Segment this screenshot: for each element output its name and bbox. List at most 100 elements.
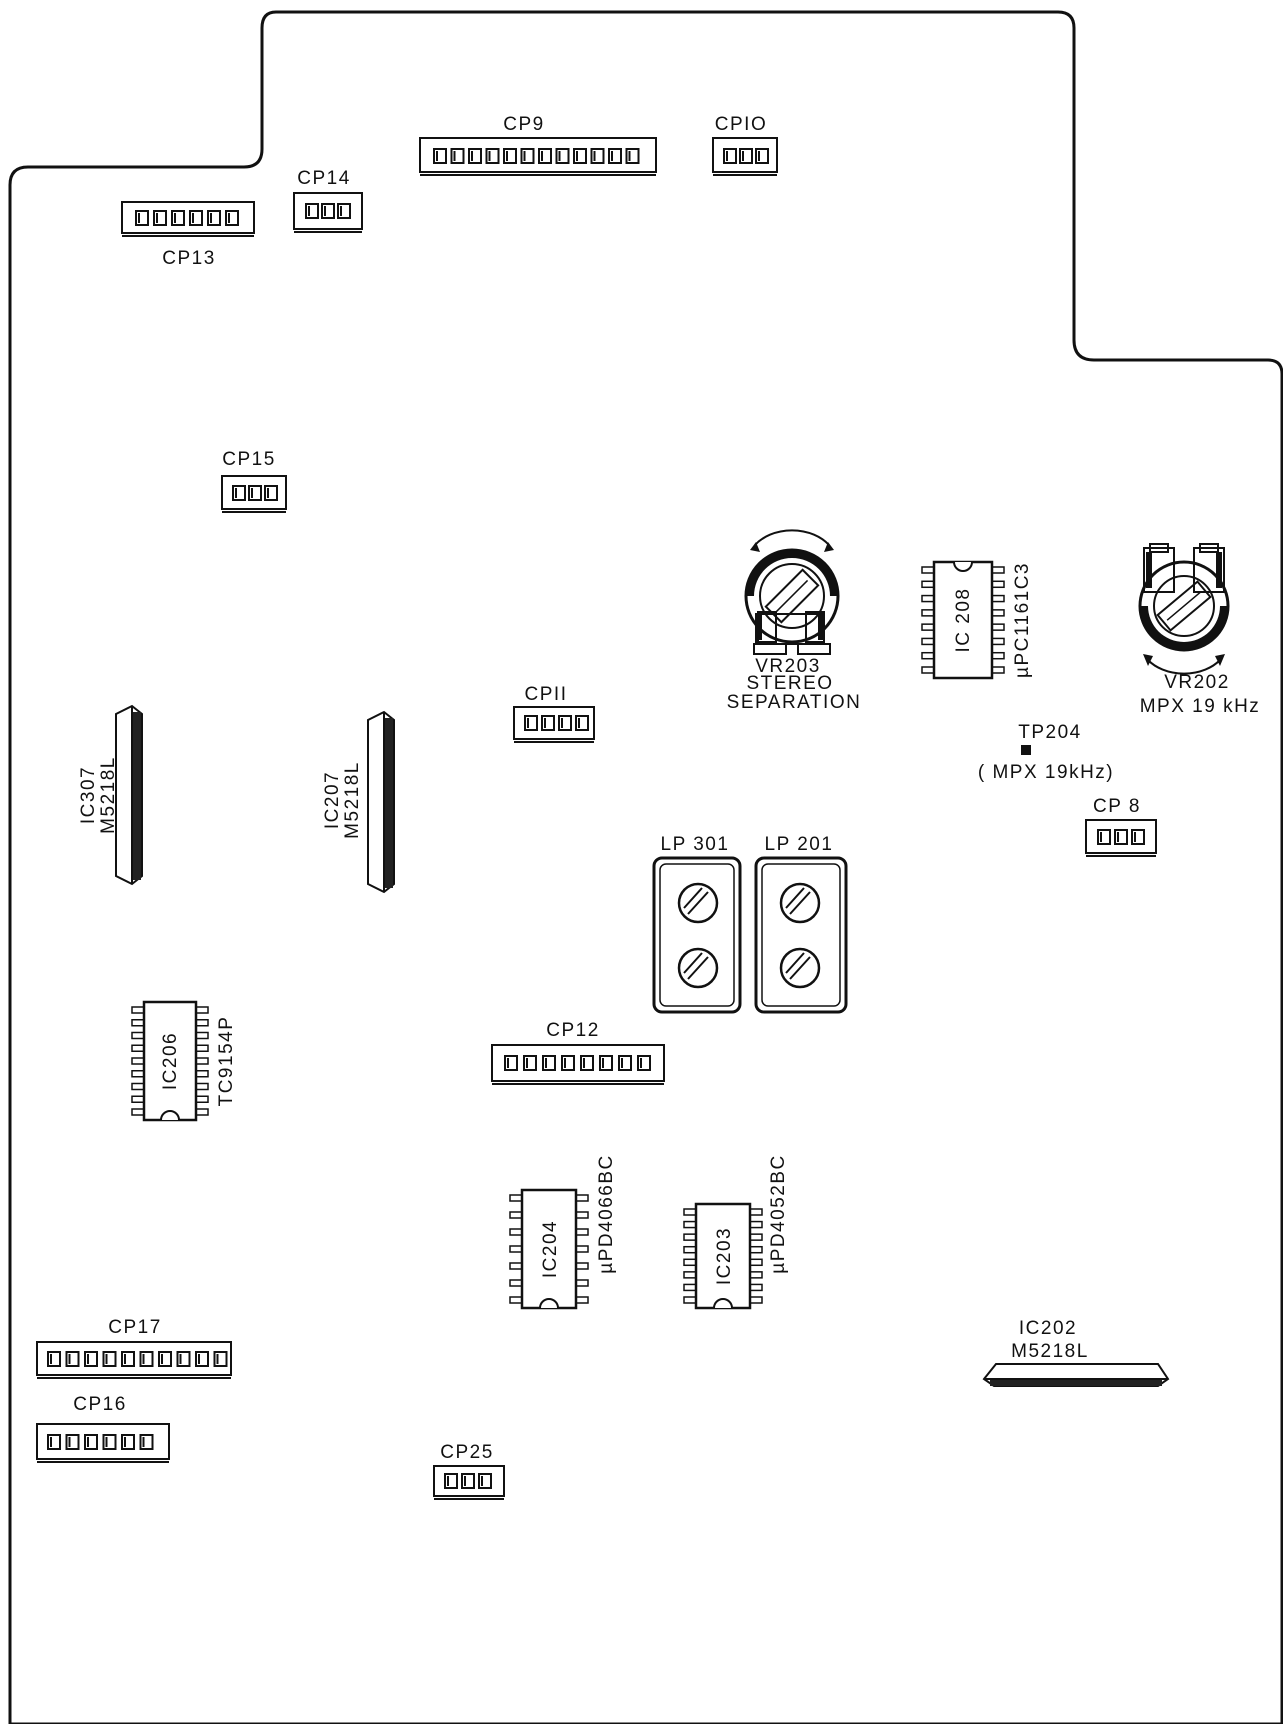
connector-pin [625,148,640,164]
ic-pin [749,1208,763,1216]
ic-pin [195,1108,209,1116]
cp15-label: CP15 [222,449,276,470]
connector-pin [47,1434,61,1450]
connector-pin [468,148,482,164]
lp301-label: LP 301 [661,834,730,855]
connector-pin [524,715,538,731]
connector-pin [575,715,589,731]
connector-pin [538,148,552,164]
ic-pin [921,609,935,617]
ic-pin [131,1057,145,1065]
connector-pin [139,1351,154,1367]
connector-pin [573,148,587,164]
ic-pin [683,1271,697,1279]
connector-pin [84,1351,98,1367]
ic207-part: M5218L [342,761,363,839]
ic202-ref: IC202 [1019,1318,1077,1339]
ic-pin [509,1262,523,1270]
ic-pin [749,1233,763,1241]
ic-pin [195,1006,209,1014]
ic-pin [575,1279,589,1287]
ic-pin [683,1233,697,1241]
connector-cp25: CP25 [433,1442,505,1500]
ic202-part: M5218L [1011,1341,1089,1362]
connector-cp15: CP15 [221,449,287,513]
ic-pin [131,1019,145,1027]
ic203-ref: IC203 [714,1227,735,1285]
ic-pin [195,1057,209,1065]
connector-pin [608,148,622,164]
ic-pin [749,1283,763,1292]
ic203: IC203 µPD4052BC [683,1154,789,1310]
vr202-potentiometer: VR202 MPX 19 kHz [1138,543,1259,717]
ic-pin [131,1095,145,1103]
connector-pin [321,203,335,219]
ic-pin [575,1194,589,1202]
connector-pin [618,1055,632,1071]
connector-pin [102,1434,117,1450]
ic-pin [921,666,935,674]
ic-pin [509,1211,523,1219]
connector-cp9: CP9 [419,114,657,176]
connector-pin [1097,829,1111,845]
ic-pin [991,666,1005,674]
ic208: IC 208 µPC1161C3 [921,560,1033,680]
ic206-ref: IC206 [160,1032,181,1090]
ic-pin [991,623,1005,631]
connector-pin [723,148,737,164]
connector-pin [542,1055,556,1071]
connector-pin [189,210,203,226]
ic207-ref: IC207 [322,771,343,829]
ic208-part: µPC1161C3 [1012,562,1033,678]
connector-cp11: CPII [513,684,595,743]
tp204-note: ( MPX 19kHz) [978,762,1114,783]
connector-pin [558,715,572,731]
ic-pin [991,566,1005,574]
cp10-label: CPIO [715,114,767,135]
ic-pin [195,1031,209,1040]
ic-pin [749,1245,763,1254]
connector-pin [65,1351,80,1367]
connector-pin [232,485,246,501]
connector-cp16: CP16 [36,1394,170,1463]
connector-pin [580,1055,594,1071]
connector-pin [337,203,351,219]
ic307-ref: IC307 [78,766,99,824]
ic-pin [749,1220,763,1229]
connector-cp10: CPIO [712,114,778,176]
vr202-ref: VR202 [1164,672,1230,693]
ic307: IC307 M5218L [78,704,143,886]
tp204-test-point: TP204 ( MPX 19kHz) [978,722,1114,783]
connector-pin [225,210,239,226]
ic-pin [131,1082,145,1091]
connector-pin [590,148,605,164]
cp11-label: CPII [525,684,568,705]
ic-pin [683,1245,697,1254]
connector-pin [523,1055,537,1071]
connector-pin [121,1351,135,1367]
connector-pin [47,1351,61,1367]
ic-pin [749,1258,763,1267]
lp201-label: LP 201 [765,834,834,855]
ic207: IC207 M5218L [322,710,395,894]
ic-pin [683,1208,697,1216]
cp12-label: CP12 [546,1020,600,1041]
connector-pin [153,210,167,226]
ic206-part: TC9154P [216,1016,237,1107]
ic-pin [575,1228,589,1236]
cp17-label: CP17 [108,1317,162,1338]
connector-pin [755,148,769,164]
tp204-pad [1021,745,1031,755]
connector-pin [139,1434,154,1450]
ic-pin [575,1211,589,1219]
ic-pin [509,1245,523,1253]
cp8-label: CP 8 [1093,796,1141,817]
connector-pin [121,1434,135,1450]
ic-pin [195,1019,209,1027]
vr203-function-line1: STEREO [746,673,833,694]
board-outline [8,10,1283,1724]
ic-pin [131,1070,145,1078]
ic-pin [195,1095,209,1103]
cp16-label: CP16 [73,1394,127,1415]
